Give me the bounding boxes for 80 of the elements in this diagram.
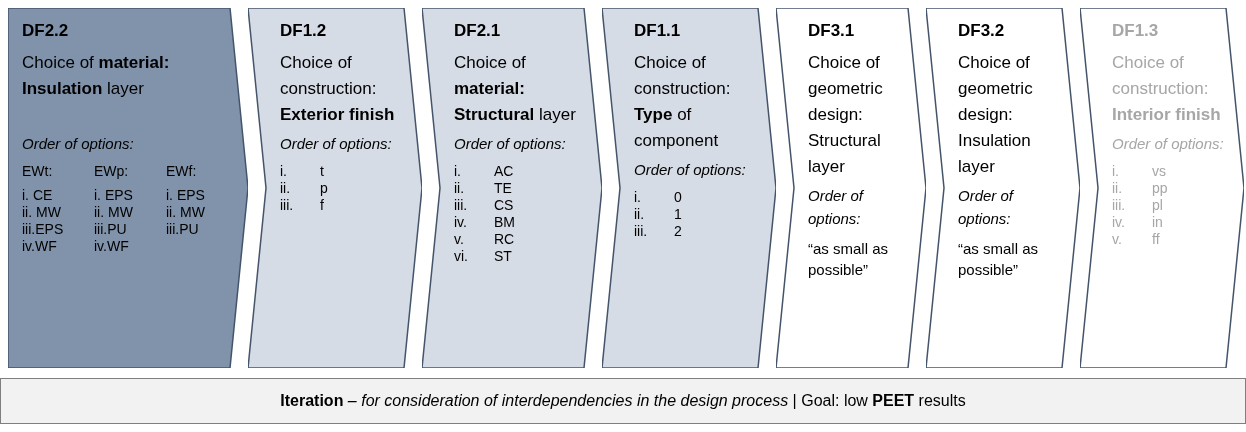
options-heading: Order of options: [808,186,865,229]
step-code: DF3.2 [958,20,1006,42]
step-description: Choice of geometric design: Structural layer [808,52,884,178]
option-text: ST [494,248,513,265]
option-text: ff [1152,231,1161,248]
option-text: iii. [1112,197,1127,214]
step-code: DF1.1 [634,20,682,42]
option-text: pl [1152,197,1164,214]
option-text: ii. [280,180,292,197]
step-description: Choice of geometric design: Insulation layer [958,52,1034,178]
option-text: “as small as possible” [808,239,890,280]
step-code: DF3.1 [808,20,856,42]
option-text: 2 [674,223,683,240]
option-text: p [320,180,329,197]
chevron-step [602,8,776,368]
option-text: CS [494,197,515,214]
step-description: Choice of construction: Interior finish [1112,52,1222,126]
options-heading: Order of options: [958,186,1015,229]
option-text: v. [454,231,465,248]
option-text: iv. [1112,214,1126,231]
chevron-step [1080,8,1244,368]
step-description: Choice of material: Insulation layer [22,52,171,100]
option-text: 0 [674,189,683,206]
option-text: ii. [1112,180,1124,197]
option-text: i. CE [22,187,54,204]
iteration-banner [0,378,1246,424]
option-text: pp [1152,180,1169,197]
step-description: Choice of construction: Exterior finish [280,52,396,126]
option-text: 1 [674,206,683,223]
option-text: t [320,163,325,180]
options-heading: Order of options: [1112,134,1224,154]
options-heading: Order of options: [280,134,393,154]
banner-text: Iteration – for consideration of interdependencies in the design process | Goal: low PEET results [280,392,966,410]
option-text: i. EPS [166,187,206,204]
option-text: iii.PU [166,221,200,238]
option-text: TE [494,180,513,197]
option-text: vs [1152,163,1167,180]
chevron-step [776,8,926,368]
option-text: iii. [634,223,649,240]
option-text: v. [1112,231,1123,248]
step-code: DF1.3 [1112,20,1160,42]
option-text: EWf: [166,163,198,181]
option-text: iv.WF [94,238,130,255]
chevron-step [8,8,248,368]
option-text: EWt: [22,163,54,181]
chevron-step [248,8,422,368]
option-text: i. [1112,163,1120,180]
chevron-step [926,8,1080,368]
option-text: iv.WF [22,238,58,255]
options-heading: Order of options: [634,160,747,180]
option-text: iv. [454,214,468,231]
option-text: i. [280,163,288,180]
option-text: f [320,197,325,214]
step-description: Choice of material: Structural layer [454,52,577,126]
option-text: ii. MW [94,204,134,221]
option-text: ii. [454,180,466,197]
chevron-step [422,8,602,368]
option-text: vi. [454,248,469,265]
option-text: AC [494,163,515,180]
step-code: DF1.2 [280,20,328,42]
step-code: DF2.1 [454,20,502,42]
option-text: i. [634,189,642,206]
option-text: i. [454,163,462,180]
options-heading: Order of options: [454,134,567,154]
option-text: iii. [280,197,295,214]
step-description: Choice of construction: Type of component [634,52,732,152]
option-text: RC [494,231,516,248]
option-text: BM [494,214,516,231]
option-text: iii.PU [94,221,128,238]
option-text: ii. MW [166,204,206,221]
option-text: ii. [634,206,646,223]
option-text: in [1152,214,1164,231]
option-text: “as small as possible” [958,239,1040,280]
step-code: DF2.2 [22,20,70,42]
option-text: EWp: [94,163,130,181]
option-text: iii. [454,197,469,214]
option-text: i. EPS [94,187,134,204]
options-heading: Order of options: [22,134,135,154]
option-text: iii.EPS [22,221,65,238]
option-text: ii. MW [22,204,62,221]
